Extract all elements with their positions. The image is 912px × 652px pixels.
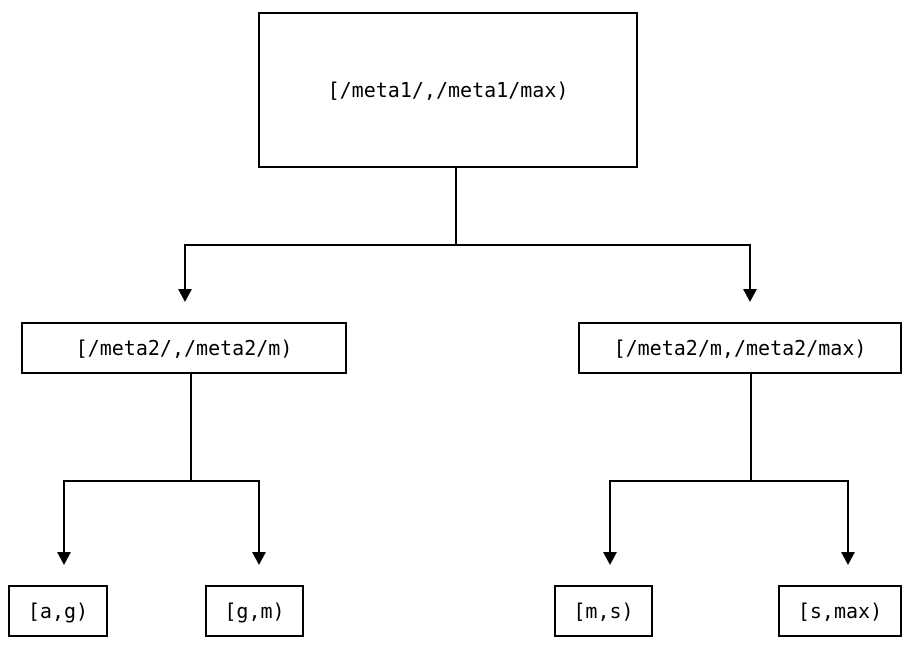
tree-node-root[interactable]: [/meta1/,/meta1/max) xyxy=(258,12,638,168)
tree-node-level2-left[interactable]: [/meta2/,/meta2/m) xyxy=(21,322,347,374)
arrow-left-to-leaf2-icon xyxy=(252,552,266,565)
edge-right-crossbar xyxy=(609,480,849,482)
arrow-root-to-left-icon xyxy=(178,289,192,302)
edge-root-stem xyxy=(455,168,457,246)
tree-leaf-m-s[interactable]: [m,s) xyxy=(554,585,653,637)
tree-node-level2-right-label: [/meta2/m,/meta2/max) xyxy=(613,336,867,360)
tree-leaf-a-g-label: [a,g) xyxy=(27,599,89,623)
arrow-right-to-leaf3-icon xyxy=(603,552,617,565)
tree-leaf-g-m-label: [g,m) xyxy=(224,599,285,623)
edge-root-to-right-drop xyxy=(749,244,751,290)
tree-leaf-m-s-label: [m,s) xyxy=(573,599,634,623)
edge-right-to-leaf3-drop xyxy=(609,480,611,553)
edge-root-crossbar xyxy=(184,244,751,246)
tree-leaf-g-m[interactable]: [g,m) xyxy=(205,585,304,637)
edge-left-stem xyxy=(190,374,192,482)
tree-leaf-s-max-label: [s,max) xyxy=(797,599,883,623)
tree-leaf-s-max[interactable]: [s,max) xyxy=(778,585,902,637)
tree-leaf-a-g[interactable]: [a,g) xyxy=(8,585,108,637)
edge-right-stem xyxy=(750,374,752,482)
tree-node-level2-left-label: [/meta2/,/meta2/m) xyxy=(75,336,293,360)
edge-left-crossbar xyxy=(63,480,260,482)
arrow-root-to-right-icon xyxy=(743,289,757,302)
arrow-left-to-leaf1-icon xyxy=(57,552,71,565)
edge-right-to-leaf4-drop xyxy=(847,480,849,553)
edge-left-to-leaf1-drop xyxy=(63,480,65,553)
edge-root-to-left-drop xyxy=(184,244,186,290)
tree-node-root-label: [/meta1/,/meta1/max) xyxy=(327,78,569,102)
edge-left-to-leaf2-drop xyxy=(258,480,260,553)
tree-node-level2-right[interactable]: [/meta2/m,/meta2/max) xyxy=(578,322,902,374)
arrow-right-to-leaf4-icon xyxy=(841,552,855,565)
